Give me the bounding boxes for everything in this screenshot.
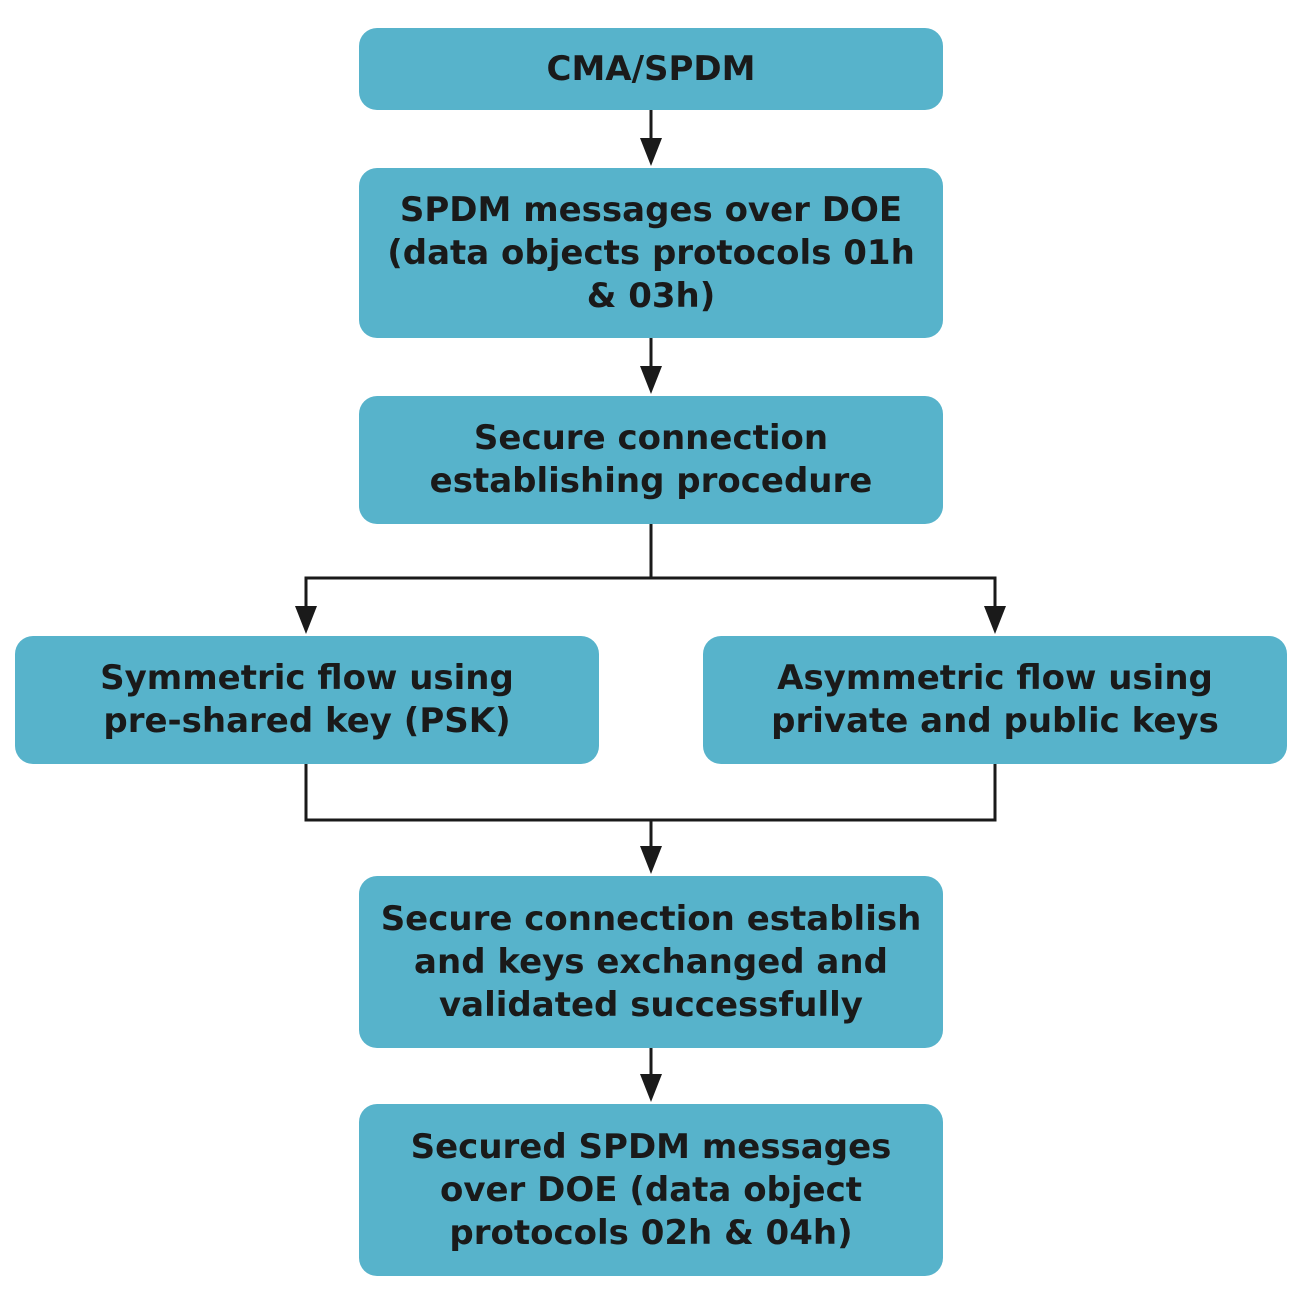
node-label-line: Asymmetric flow using [777,658,1213,698]
node-cma-spdm: CMA/SPDM [359,28,943,110]
edge-symmetric-merge [304,764,997,822]
edge-secure-procedure-to-asymmetric [651,576,997,608]
node-label-line: and keys exchanged and [414,941,888,982]
arrowhead [295,606,317,634]
node-secure-connection-procedure: Secure connection establishing procedure [359,396,943,524]
node-secured-spdm-messages: Secured SPDM messages over DOE (data obj… [359,1104,943,1276]
node-label-line: Secured SPDM messages [410,1126,892,1167]
arrowhead [640,846,662,874]
node-label-line: pre-shared key (PSK) [103,701,511,741]
node-label-line: SPDM messages over DOE [399,189,903,230]
node-spdm-messages-over-doe: SPDM messages over DOE (data objects pro… [359,168,943,338]
node-label-line: validated successfully [439,984,863,1025]
node-label-line: protocols 02h & 04h) [449,1212,853,1253]
node-label-line: Symmetric flow using [100,658,514,698]
node-label-line: Secure connection establish [380,898,922,939]
node-asymmetric-flow: Asymmetric flow using private and public… [703,636,1287,764]
node-label-line: & 03h) [586,275,716,316]
arrowhead [640,1074,662,1102]
node-label-line: Secure connection [473,418,829,458]
arrowhead [984,606,1006,634]
node-label-line: private and public keys [771,701,1219,741]
node-symmetric-flow: Symmetric flow using pre-shared key (PSK… [15,636,599,764]
node-label-line: CMA/SPDM [546,48,756,89]
node-secure-connection-established: Secure connection establish and keys exc… [359,876,943,1048]
node-label-line: (data objects protocols 01h [387,232,915,273]
edge-secure-procedure-split [304,524,653,608]
node-label-line: establishing procedure [429,461,873,501]
node-label-line: over DOE (data object [439,1169,863,1210]
arrowhead [640,138,662,166]
arrowhead [640,366,662,394]
